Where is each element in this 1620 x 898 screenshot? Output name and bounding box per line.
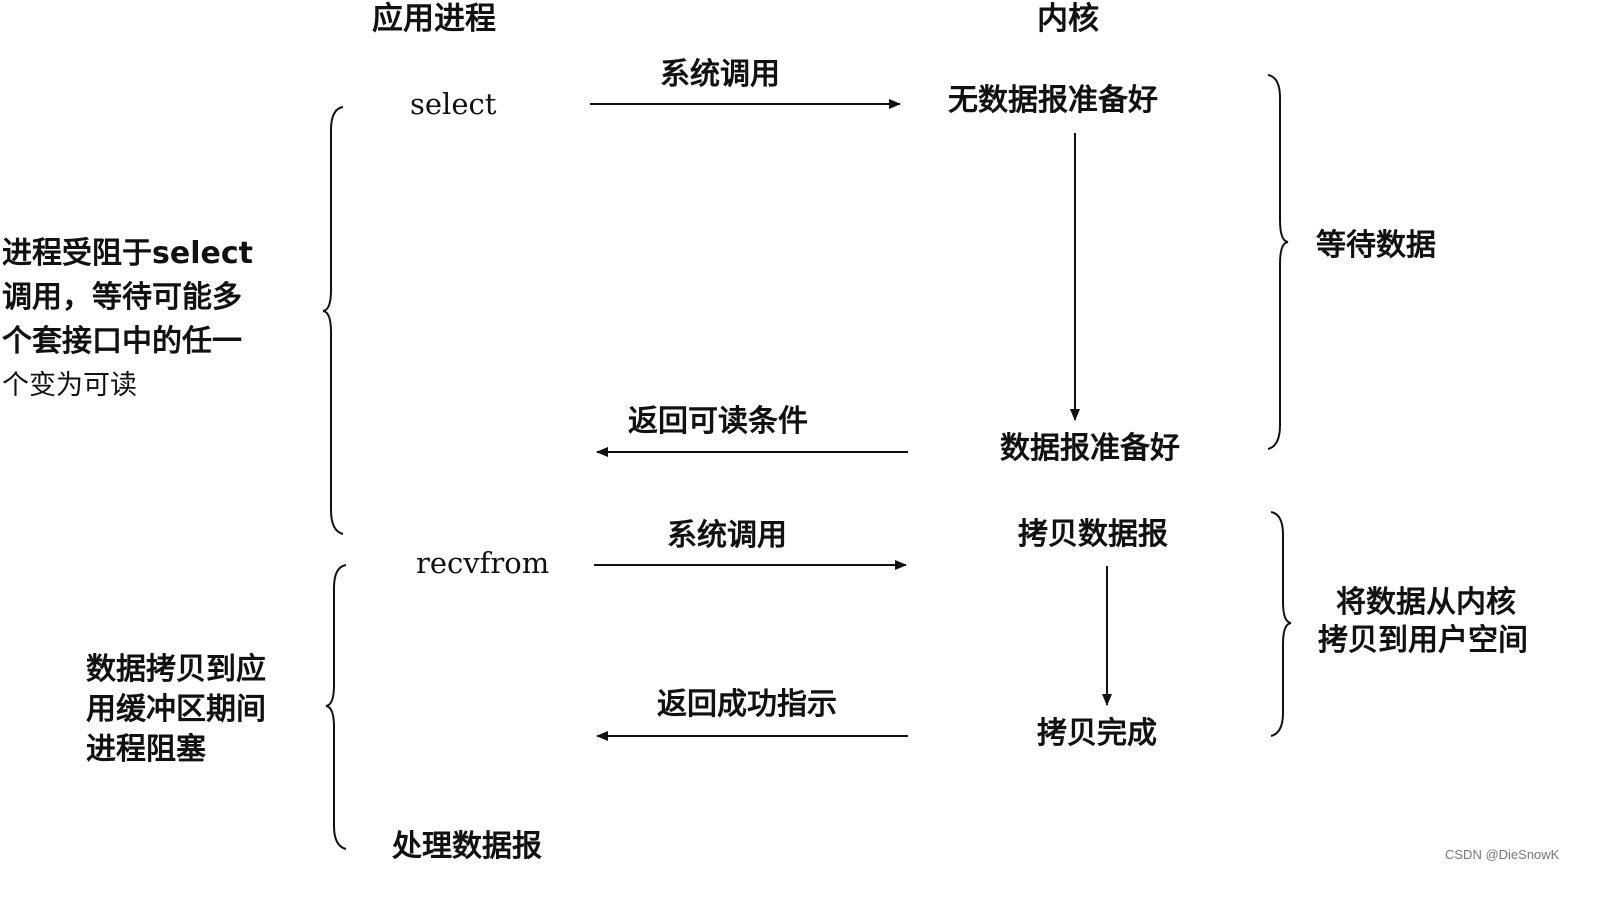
kernel-copy-complete: 拷贝完成 <box>1037 716 1157 751</box>
note-line: 个套接口中的任一 <box>2 324 242 359</box>
header-app-process: 应用进程 <box>372 1 496 37</box>
process-datagram: 处理数据报 <box>392 829 542 864</box>
note-line: 进程阻塞 <box>86 732 206 767</box>
note-line: 进程受阻于select <box>2 236 253 271</box>
brace-right-copy <box>1270 511 1292 737</box>
kernel-datagram-ready: 数据报准备好 <box>1000 431 1180 466</box>
label-return-success: 返回成功指示 <box>657 687 837 722</box>
label-return-readable: 返回可读条件 <box>628 404 808 439</box>
call-select: select <box>410 87 497 121</box>
label-syscall-1: 系统调用 <box>660 57 780 92</box>
note-wait-data: 等待数据 <box>1316 224 1436 268</box>
call-recvfrom: recvfrom <box>416 546 550 580</box>
note-line: 用缓冲区期间 <box>86 692 266 727</box>
brace-left-copy <box>325 564 347 850</box>
note-copy-to-user: 将数据从内核 拷贝到用户空间 <box>1318 584 1528 660</box>
note-line: 等待数据 <box>1316 228 1436 263</box>
note-line: 将数据从内核 <box>1336 585 1516 620</box>
watermark: CSDN @DieSnowK <box>1445 847 1560 862</box>
note-line: 拷贝到用户空间 <box>1318 623 1528 658</box>
header-kernel: 内核 <box>1037 1 1099 37</box>
note-line: 个变为可读 <box>2 370 137 401</box>
kernel-no-datagram: 无数据报准备好 <box>948 83 1158 118</box>
note-line: 调用，等待可能多 <box>2 280 242 315</box>
brace-left-select <box>322 106 344 535</box>
note-line: 数据拷贝到应 <box>86 652 266 687</box>
label-syscall-2: 系统调用 <box>667 518 787 553</box>
brace-right-wait <box>1267 74 1289 450</box>
kernel-copy-datagram: 拷贝数据报 <box>1018 517 1168 552</box>
note-blocked-copy: 数据拷贝到应 用缓冲区期间 进程阻塞 <box>86 650 266 770</box>
note-blocked-select: 进程受阻于select 调用，等待可能多 个套接口中的任一 个变为可读 <box>2 232 253 408</box>
